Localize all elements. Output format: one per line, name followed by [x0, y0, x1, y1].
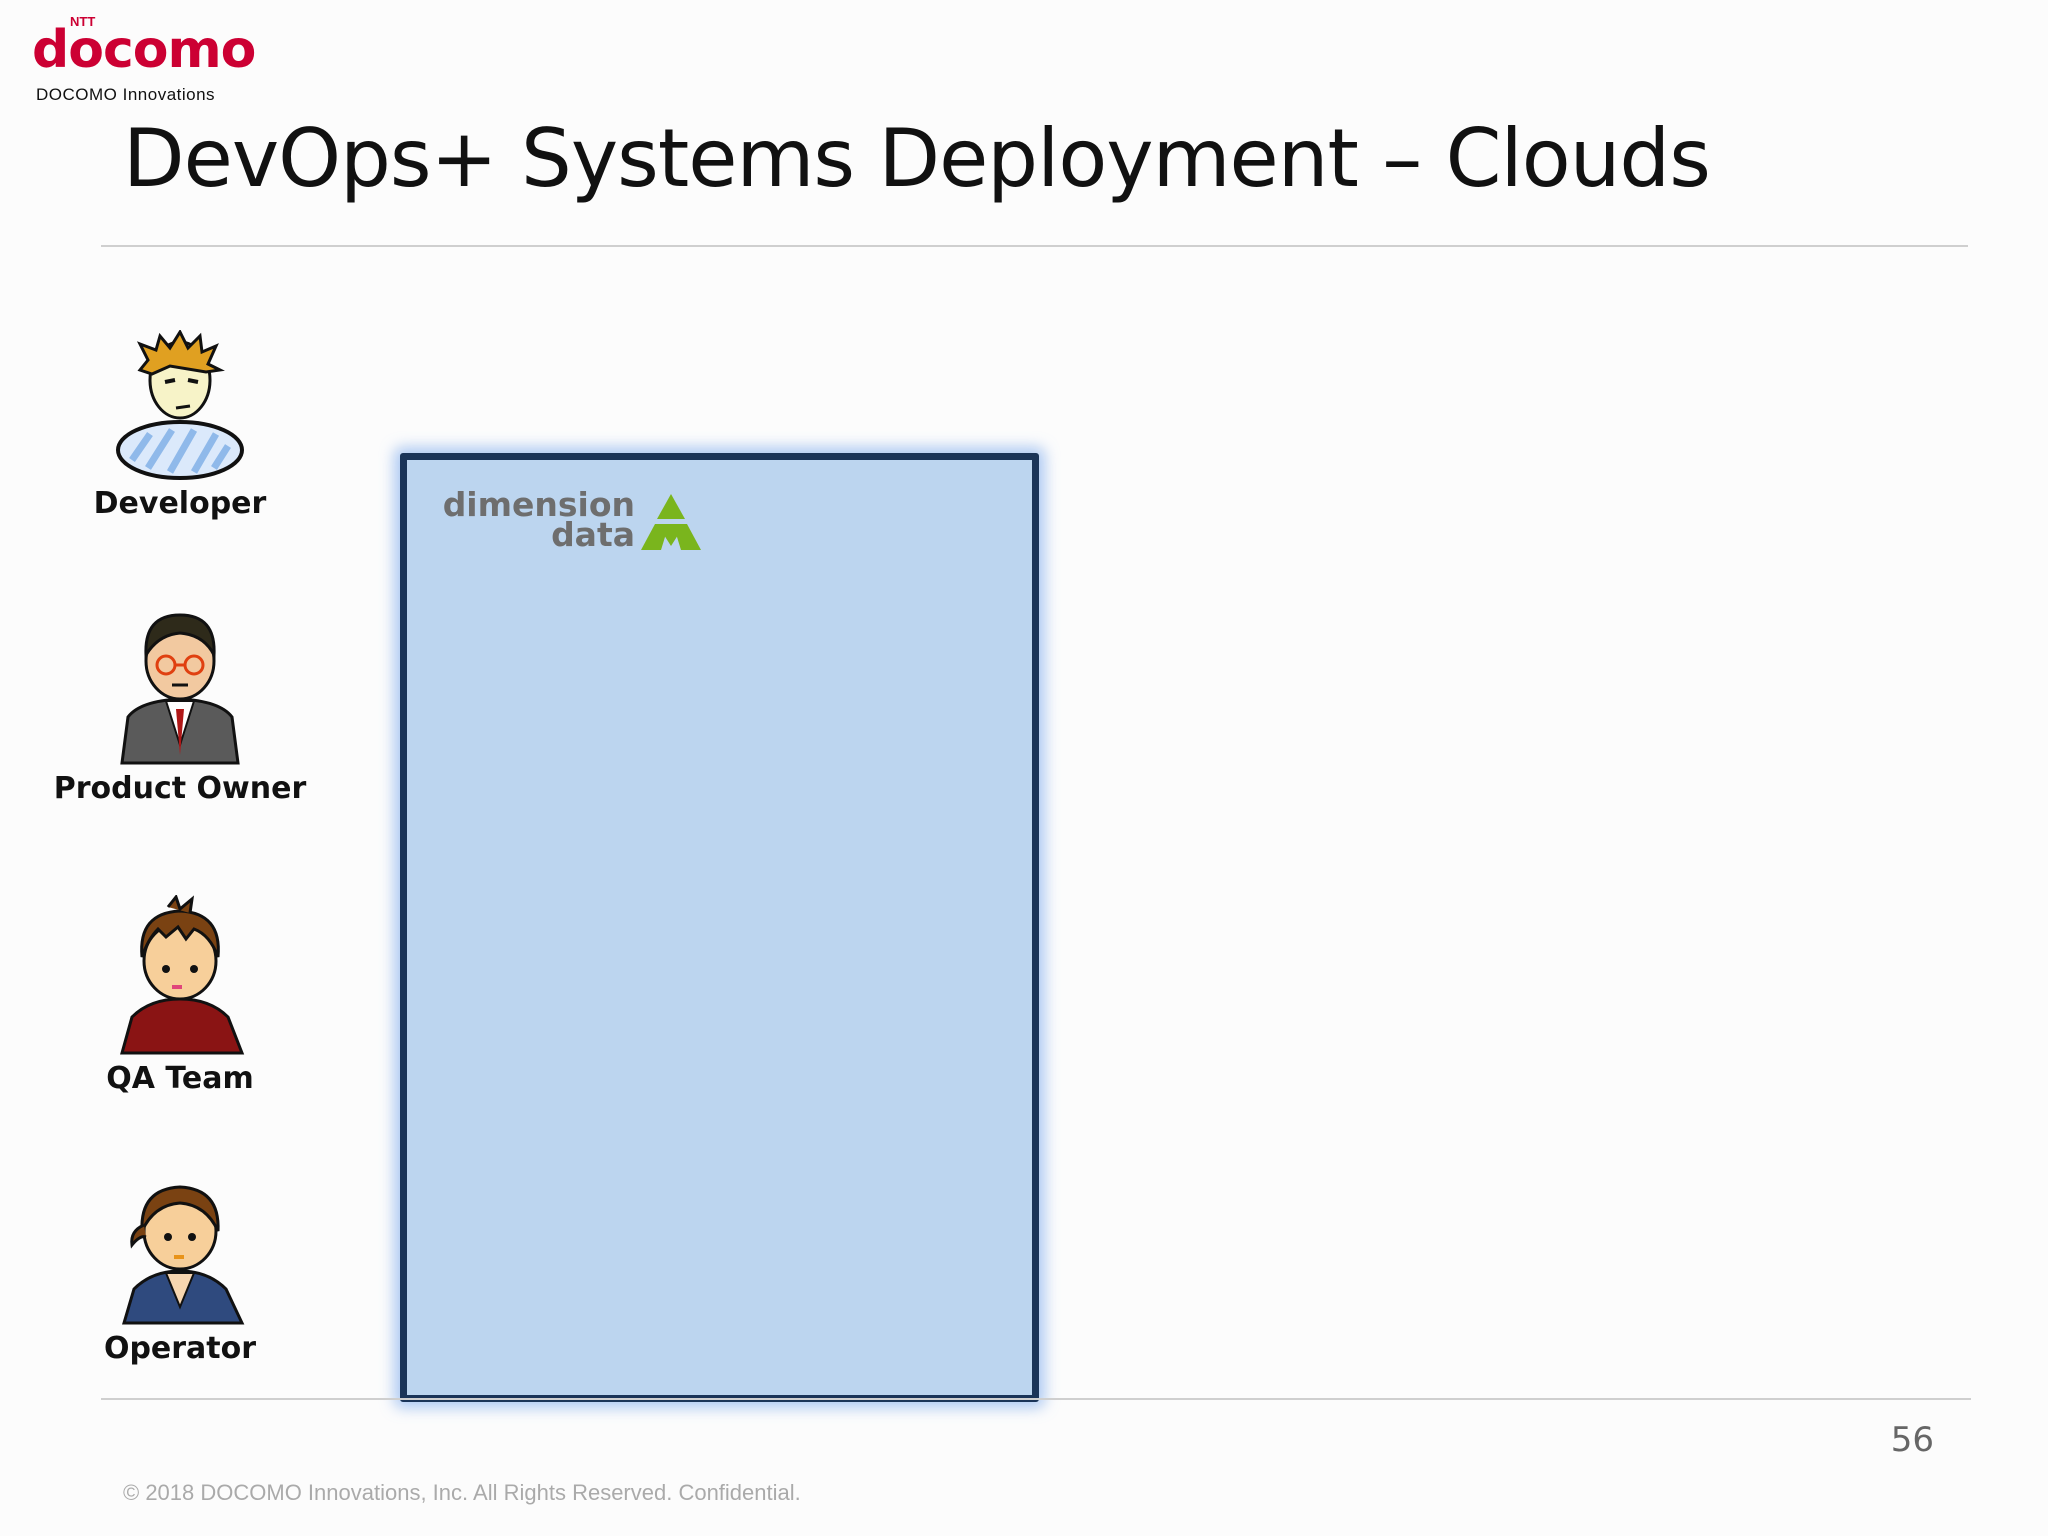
logo-ntt-text: NTT	[70, 14, 96, 29]
dimension-data-triangle-icon	[641, 494, 701, 550]
title-divider	[101, 245, 1968, 247]
qa-team-avatar-icon	[120, 895, 245, 1055]
logo-subtitle: DOCOMO Innovations	[36, 85, 216, 104]
cloud-provider-box: dimension data	[400, 453, 1039, 1402]
logo-wordmark: docomo	[32, 20, 256, 80]
page-number: 56	[1890, 1420, 1934, 1460]
product-owner-avatar-icon	[120, 613, 240, 765]
persona-operator: Operator	[50, 1175, 310, 1366]
operator-avatar-icon	[121, 1185, 245, 1325]
persona-product-owner: Product Owner	[50, 605, 310, 806]
persona-label: Developer	[93, 486, 267, 521]
logo-line-2: data	[551, 515, 635, 554]
docomo-logo: NTT docomo DOCOMO Innovations	[32, 14, 256, 104]
dimension-data-logo: dimension data	[435, 485, 715, 560]
footer-divider	[101, 1398, 1971, 1400]
logo-line-1: dimension	[442, 485, 635, 524]
persona-label: Product Owner	[53, 771, 307, 806]
persona-label: QA Team	[106, 1061, 254, 1096]
persona-label: Operator	[103, 1331, 257, 1366]
persona-qa-team: QA Team	[50, 895, 310, 1096]
persona-developer: Developer	[50, 330, 310, 521]
copyright-text: © 2018 DOCOMO Innovations, Inc. All Righ…	[123, 1480, 801, 1505]
slide-title: DevOps+ Systems Deployment – Clouds	[123, 112, 1711, 205]
dimension-data-wordmark: dimension data	[442, 485, 635, 554]
developer-avatar-icon	[116, 330, 244, 480]
